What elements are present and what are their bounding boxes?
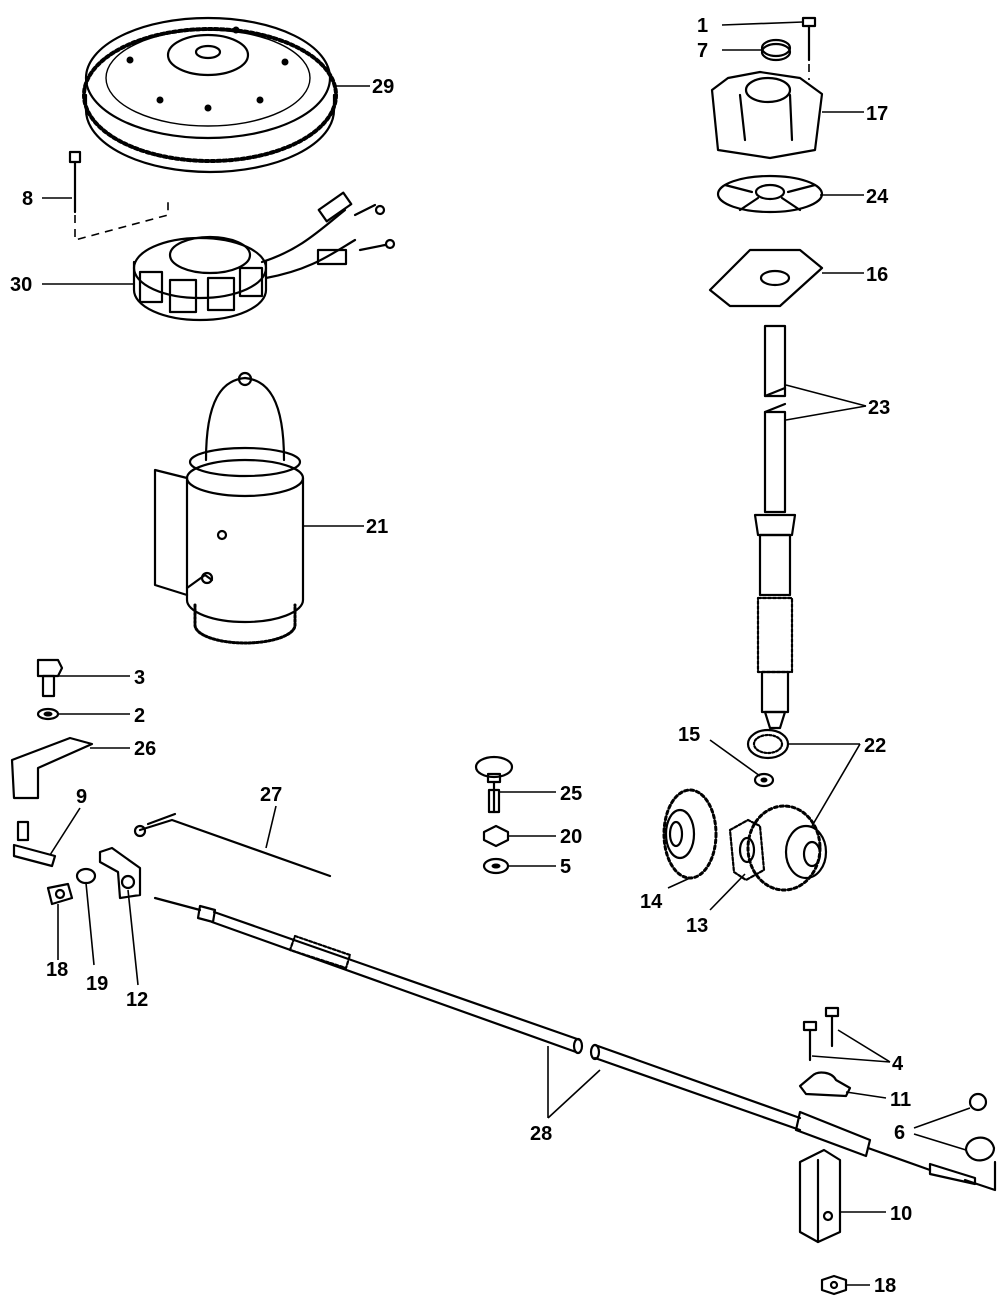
- starter-drawing: [153, 371, 305, 645]
- shift-cable-drawing: [153, 896, 997, 1192]
- callout-15: 15: [678, 724, 700, 746]
- callout-8: 8: [22, 188, 33, 210]
- water-pump-housing-drawing: [710, 70, 824, 160]
- hex-nut-drawing: [482, 824, 510, 848]
- small-washer-drawing: [75, 867, 97, 885]
- stator-screw-drawing: [68, 150, 169, 242]
- callout-22: 22: [864, 735, 886, 757]
- callout-29: 29: [372, 76, 394, 98]
- callout-6: 6: [894, 1122, 905, 1144]
- stator-drawing: [132, 191, 396, 322]
- lever-washer-drawing: [36, 707, 60, 721]
- thumb-screw-drawing: [474, 755, 514, 814]
- callout-20: 20: [560, 826, 582, 848]
- callout-30: 30: [10, 274, 32, 296]
- callout-labels: 1 7 17 24 16 23 29 8 30 21 3 2 26 9 27 2…: [10, 15, 912, 1297]
- callout-21: 21: [366, 516, 388, 538]
- callout-24: 24: [866, 186, 889, 208]
- clamp-screws-drawing: [802, 1006, 840, 1062]
- callout-7: 7: [697, 40, 708, 62]
- ball-joints-drawing: [964, 1092, 996, 1162]
- callout-23: 23: [868, 397, 890, 419]
- callout-2: 2: [134, 705, 145, 727]
- shift-lever-drawing: [10, 736, 94, 800]
- callout-16: 16: [866, 264, 888, 286]
- lock-nut-left-drawing: [46, 882, 74, 906]
- callout-12: 12: [126, 989, 148, 1011]
- pump-bolt-drawing: [801, 16, 817, 80]
- lever-bolt-drawing: [36, 658, 64, 698]
- callout-3: 3: [134, 667, 145, 689]
- callout-5: 5: [560, 856, 571, 878]
- grommet-drawing: [760, 38, 792, 62]
- shift-rod-drawing: [133, 812, 332, 878]
- clutch-dog-drawing: [728, 818, 766, 882]
- callout-25: 25: [560, 783, 582, 805]
- cable-clamp-drawing: [798, 1071, 852, 1098]
- forward-gear-drawing: [662, 788, 718, 880]
- callout-27: 27: [260, 784, 282, 806]
- callout-4: 4: [892, 1053, 904, 1075]
- callout-18-bottom: 18: [874, 1275, 896, 1297]
- leader-lines: [42, 21, 971, 1286]
- cable-bracket-drawing: [798, 1148, 842, 1244]
- callout-11: 11: [890, 1089, 911, 1111]
- cable-anchor-drawing: [98, 846, 142, 900]
- link-connector-drawing: [12, 820, 57, 868]
- callout-19: 19: [86, 973, 108, 995]
- impeller-plate-drawing: [708, 248, 824, 308]
- callout-14: 14: [640, 891, 663, 913]
- flywheel-drawing: [82, 16, 338, 174]
- lock-nut-bottom-drawing: [820, 1274, 848, 1296]
- callout-13: 13: [686, 915, 708, 937]
- callout-28: 28: [530, 1123, 552, 1145]
- impeller-drawing: [716, 174, 824, 214]
- gear-washer-drawing: [753, 772, 775, 788]
- callout-17: 17: [866, 103, 888, 125]
- callout-10: 10: [890, 1203, 912, 1225]
- callout-26: 26: [134, 738, 156, 760]
- flat-washer-drawing: [482, 857, 510, 875]
- callout-9: 9: [76, 786, 87, 808]
- drive-shaft-drawing: [753, 324, 797, 730]
- pinion-and-gears-drawing: [746, 728, 828, 892]
- callout-18-left: 18: [46, 959, 68, 981]
- callout-1: 1: [697, 15, 708, 37]
